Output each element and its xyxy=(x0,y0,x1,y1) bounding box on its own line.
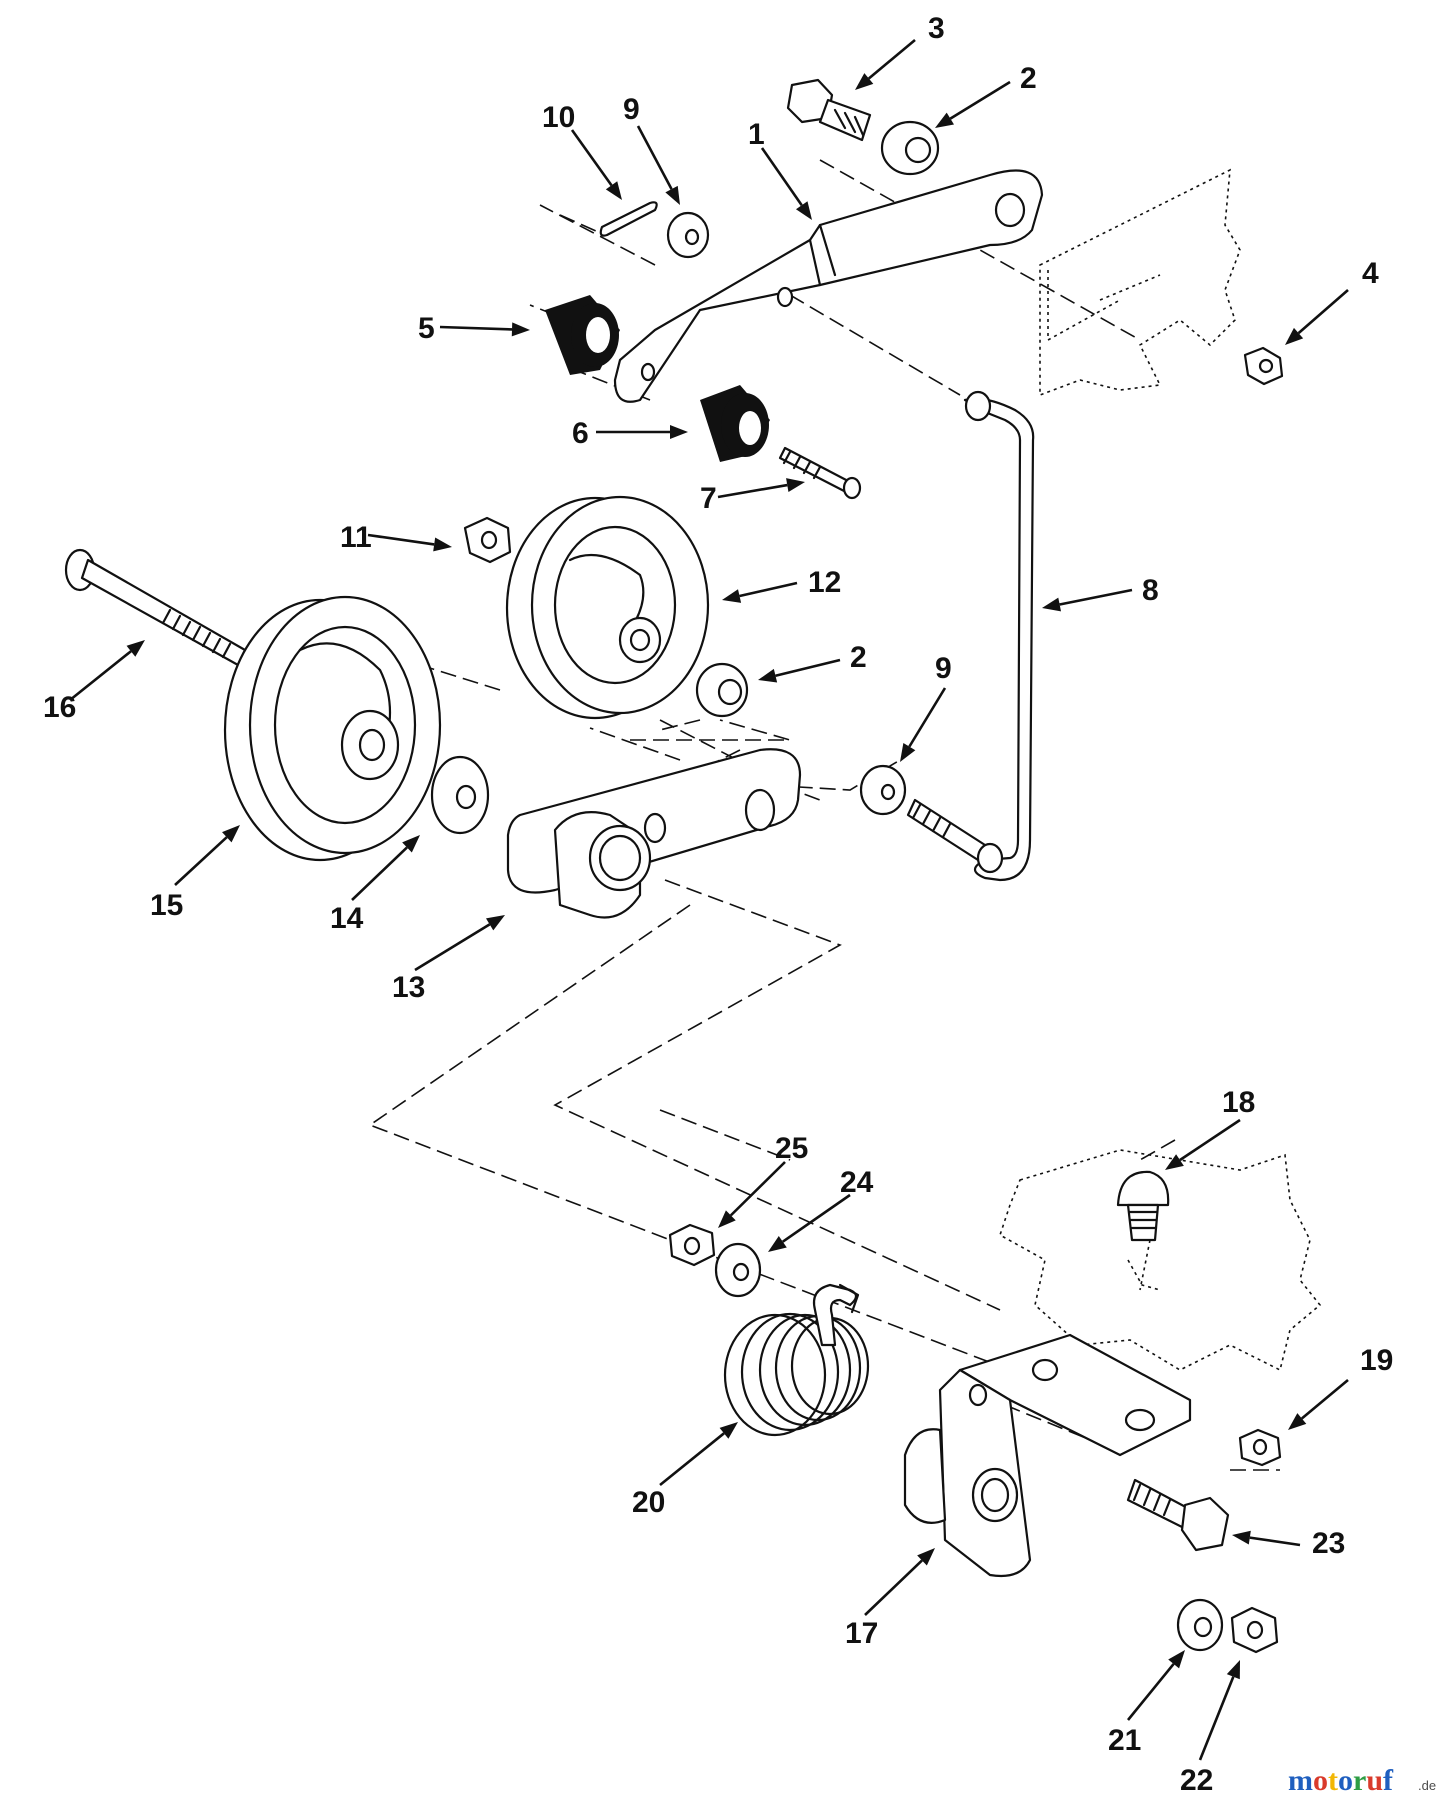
label-part-2-mid: 2 xyxy=(850,641,867,674)
arrow-22 xyxy=(1198,1660,1240,1761)
label-part-10: 10 xyxy=(542,101,575,134)
part-bolt-7 xyxy=(778,446,862,500)
part-nut-4 xyxy=(1243,346,1284,386)
arrow-15 xyxy=(174,825,240,886)
arrow-8 xyxy=(1042,588,1133,612)
label-part-9-mid: 9 xyxy=(935,652,952,685)
part-arm-13 xyxy=(506,748,802,919)
part-nut-22 xyxy=(1230,1606,1279,1654)
label-part-24: 24 xyxy=(840,1166,874,1199)
part-bracket-1 xyxy=(613,169,1044,403)
arrow-24 xyxy=(768,1193,851,1252)
arrow-2-mid xyxy=(758,658,841,683)
part-bushing-5 xyxy=(545,295,620,375)
label-part-15: 15 xyxy=(150,889,183,922)
label-part-5: 5 xyxy=(418,312,435,345)
arrow-17 xyxy=(864,1548,935,1616)
label-part-6: 6 xyxy=(572,417,589,450)
arrow-1 xyxy=(760,147,812,220)
part-washer-24 xyxy=(714,1242,762,1298)
part-bolt-18 xyxy=(1116,1170,1170,1242)
part-washer-21 xyxy=(1176,1598,1224,1652)
label-part-20: 20 xyxy=(632,1486,665,1519)
arrow-2 xyxy=(935,80,1011,128)
arrow-25 xyxy=(718,1161,786,1228)
arrow-12 xyxy=(722,581,798,603)
label-part-21: 21 xyxy=(1108,1724,1141,1757)
label-part-22: 22 xyxy=(1180,1764,1213,1797)
label-part-2: 2 xyxy=(1020,62,1037,95)
part-cotter-pin-10 xyxy=(599,201,658,237)
arrow-14 xyxy=(351,835,420,901)
part-bolt-16 xyxy=(64,548,247,667)
arrow-20 xyxy=(659,1422,738,1487)
label-part-13: 13 xyxy=(392,971,425,1004)
label-part-3: 3 xyxy=(928,12,945,45)
part-labels: 3 2 10 9 1 4 5 6 7 11 12 8 2 9 16 15 14 … xyxy=(43,12,1393,1797)
label-part-12: 12 xyxy=(808,566,841,599)
watermark-logo: motoruf .de xyxy=(1288,1764,1436,1797)
arrow-11 xyxy=(367,533,452,552)
arrow-6 xyxy=(596,425,688,439)
part-bolt-3 xyxy=(786,78,872,142)
part-bushing-6 xyxy=(700,385,770,462)
arrow-16 xyxy=(69,640,145,702)
reference-lines xyxy=(368,159,1322,1471)
arrow-19 xyxy=(1288,1379,1349,1430)
part-washer-9-mid xyxy=(859,764,907,816)
watermark-text: motoruf xyxy=(1288,1764,1394,1797)
part-nut-19 xyxy=(1238,1428,1282,1467)
label-part-14: 14 xyxy=(330,902,364,935)
arrow-5 xyxy=(439,322,530,337)
part-washer-9-top xyxy=(666,211,710,259)
label-part-11: 11 xyxy=(340,521,372,554)
arrow-23 xyxy=(1232,1530,1301,1547)
arrow-9 xyxy=(636,125,680,205)
arrow-9-mid xyxy=(900,687,947,762)
part-washer-14 xyxy=(430,755,490,835)
label-part-1: 1 xyxy=(748,118,765,151)
part-nut-2-mid xyxy=(695,662,749,718)
arrow-4 xyxy=(1285,289,1349,345)
part-bolt-23 xyxy=(1126,1478,1230,1552)
label-part-9: 9 xyxy=(623,93,640,126)
label-part-17: 17 xyxy=(845,1617,878,1650)
part-nut-11 xyxy=(463,516,512,564)
part-nut-25 xyxy=(668,1223,716,1267)
label-part-16: 16 xyxy=(43,691,76,724)
arrow-13 xyxy=(414,915,505,972)
label-part-25: 25 xyxy=(775,1132,808,1165)
label-part-4: 4 xyxy=(1362,257,1379,290)
label-part-23: 23 xyxy=(1312,1527,1345,1560)
arrow-21 xyxy=(1126,1650,1185,1721)
label-part-8: 8 xyxy=(1142,574,1159,607)
callout-arrows xyxy=(69,39,1349,1761)
part-spring-20 xyxy=(723,1283,870,1437)
part-nut-2-top xyxy=(880,120,940,176)
arrow-7 xyxy=(717,478,805,499)
part-pulley-12 xyxy=(505,495,710,720)
label-part-19: 19 xyxy=(1360,1344,1393,1377)
part-bracket-17 xyxy=(903,1333,1192,1578)
label-part-18: 18 xyxy=(1222,1086,1255,1119)
arrow-18 xyxy=(1165,1118,1241,1170)
watermark-suffix: .de xyxy=(1418,1778,1436,1793)
label-part-7: 7 xyxy=(700,482,717,515)
arrow-10 xyxy=(570,129,622,200)
arrow-3 xyxy=(855,39,916,90)
part-pulley-15 xyxy=(223,595,442,862)
part-rod-8 xyxy=(906,390,1035,882)
